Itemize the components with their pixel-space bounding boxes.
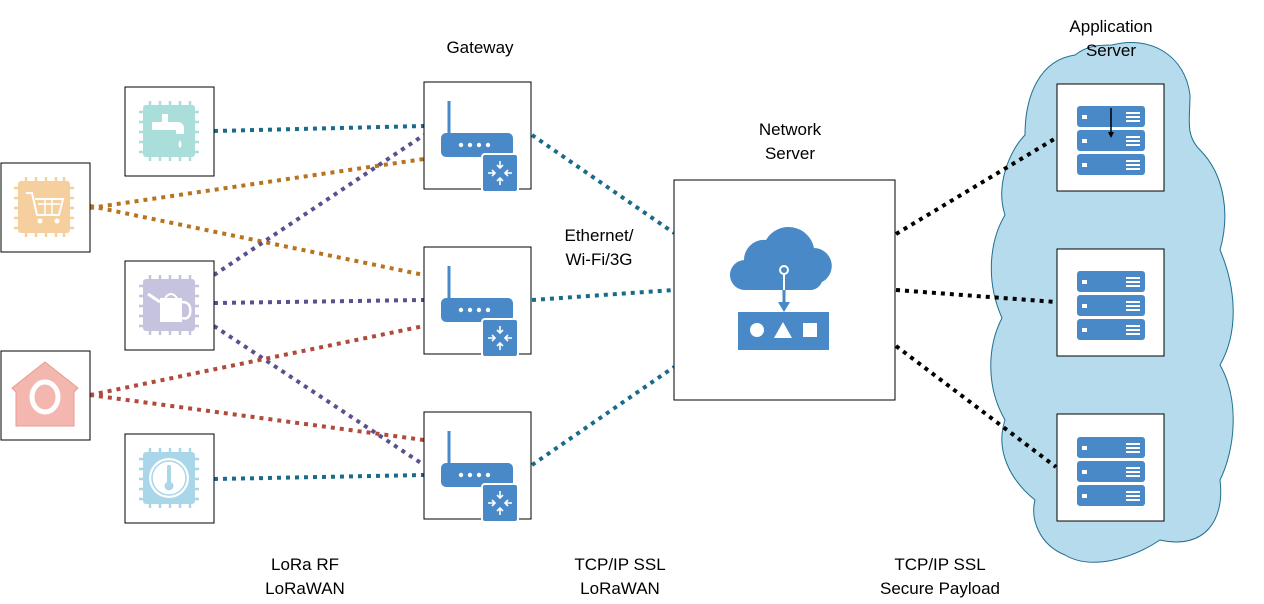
network-server-label: Network Server bbox=[725, 118, 855, 166]
application-server-label-line1: Application bbox=[1069, 17, 1153, 36]
server-rack-icon bbox=[1077, 106, 1145, 175]
tcp-secure-label: TCP/IP SSL Secure Payload bbox=[860, 553, 1020, 601]
backhaul-label-line2: Wi-Fi/3G bbox=[565, 250, 633, 269]
app-server-1[interactable] bbox=[1056, 83, 1165, 192]
cloud-network-server-icon bbox=[729, 227, 832, 350]
tcp-secure-line1: TCP/IP SSL bbox=[894, 555, 986, 574]
wireless-router-icon bbox=[441, 266, 519, 358]
server-links bbox=[894, 136, 1058, 469]
tcp-lorawan-line2: LoRaWAN bbox=[580, 579, 660, 598]
link-cart-gw1 bbox=[89, 157, 425, 210]
device-cart[interactable] bbox=[0, 162, 91, 253]
watering-can-sensor-icon bbox=[139, 275, 199, 335]
device-home[interactable] bbox=[0, 350, 91, 441]
link-gw3-ns bbox=[530, 365, 676, 467]
gateway-1[interactable] bbox=[423, 81, 532, 193]
lora-links bbox=[89, 124, 426, 481]
application-server-label-line2: Server bbox=[1085, 41, 1137, 60]
app-server-2[interactable] bbox=[1056, 248, 1165, 357]
link-water-gw1 bbox=[213, 124, 425, 133]
link-can-gw3 bbox=[212, 324, 426, 467]
tcp-secure-line2: Secure Payload bbox=[879, 579, 1001, 598]
backhaul-links bbox=[530, 133, 676, 467]
link-home-gw3 bbox=[89, 393, 425, 442]
gateway-label-text: Gateway bbox=[446, 38, 514, 57]
water-tap-sensor-icon bbox=[139, 101, 199, 161]
lora-protocol-line2: LoRaWAN bbox=[265, 579, 345, 598]
application-server-label: Application Server bbox=[1046, 15, 1176, 63]
network-server-label-line2: Server bbox=[764, 144, 816, 163]
lora-protocol-label: LoRa RF LoRaWAN bbox=[240, 553, 370, 601]
server-rack-icon bbox=[1077, 437, 1145, 506]
link-thermo-gw3 bbox=[213, 473, 425, 481]
device-water-sensor[interactable] bbox=[124, 86, 215, 177]
thermometer-sensor-icon bbox=[139, 448, 199, 508]
lora-protocol-line1: LoRa RF bbox=[270, 555, 340, 574]
gateway-label: Gateway bbox=[420, 36, 540, 60]
tcp-lorawan-line1: TCP/IP SSL bbox=[574, 555, 666, 574]
network-server-label-line1: Network bbox=[758, 120, 822, 139]
link-can-gw1 bbox=[212, 133, 426, 277]
gateway-3[interactable] bbox=[423, 411, 532, 523]
link-gw2-ns bbox=[531, 288, 675, 302]
backhaul-label: Ethernet/ Wi-Fi/3G bbox=[544, 224, 654, 272]
tcp-lorawan-label: TCP/IP SSL LoRaWAN bbox=[555, 553, 685, 601]
shopping-cart-icon bbox=[14, 177, 74, 237]
app-server-3[interactable] bbox=[1056, 413, 1165, 522]
link-home-gw2 bbox=[89, 324, 425, 397]
gateway-2[interactable] bbox=[423, 246, 532, 358]
smart-home-icon bbox=[11, 361, 79, 427]
server-rack-icon bbox=[1077, 271, 1145, 340]
backhaul-label-line1: Ethernet/ bbox=[564, 226, 634, 245]
link-gw1-ns bbox=[530, 133, 676, 235]
link-can-gw2 bbox=[213, 298, 425, 305]
wireless-router-icon bbox=[441, 431, 519, 523]
network-server[interactable] bbox=[673, 179, 896, 401]
wireless-router-icon bbox=[441, 101, 519, 193]
device-thermometer[interactable] bbox=[124, 433, 215, 524]
link-ns-app3 bbox=[894, 344, 1058, 469]
device-watering-can[interactable] bbox=[124, 260, 215, 351]
link-cart-gw2 bbox=[89, 204, 425, 277]
link-ns-app1 bbox=[894, 136, 1058, 236]
